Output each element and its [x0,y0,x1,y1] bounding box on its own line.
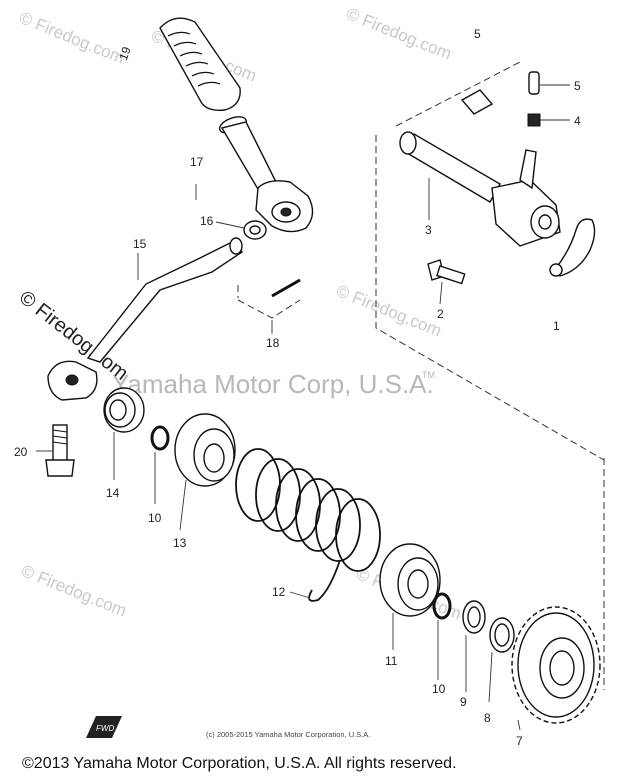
ratchet-guide [460,89,494,115]
lever-bolt [45,424,75,477]
watermark-firedog: © Firedog.com [19,561,130,620]
callout-12: 12 [272,585,286,599]
main-copyright: ©2013 Yamaha Motor Corporation, U.S.A. A… [22,755,457,772]
callout-18: 18 [266,336,280,350]
circlip-lower [432,592,452,620]
circlip-upper [150,425,170,451]
kick-spring [235,448,381,602]
callout-9: 9 [460,695,467,709]
arm-washer [243,220,267,240]
ratchet-wheel [379,543,441,617]
callout-17: 17 [190,155,204,169]
callout-15: 15 [133,237,147,251]
callout-2: 2 [437,307,444,321]
callout-11: 11 [385,654,398,668]
callout-5-top: 5 [474,27,481,41]
washer-8 [489,617,515,653]
callout-19: 19 [116,45,134,63]
assembly-outline [237,61,605,690]
stopper-plate [549,218,596,277]
watermark-tm: TM [422,370,435,380]
callout-1: 1 [553,319,560,333]
watermark-firedog: © Firedog.com [344,4,455,63]
small-copyright: (c) 2005-2015 Yamaha Motor Corporation, … [206,730,370,739]
oil-seal [103,387,145,433]
plate-bolt [427,259,466,285]
fwd-label: FWD [96,724,114,733]
kick-axle [399,131,561,247]
callout-7: 7 [516,734,523,748]
callout-5-right: 5 [574,79,581,93]
watermark-yamaha: Yamaha Motor Corp, U.S.A. [112,369,434,399]
guide-spring [527,113,541,127]
kick-grip [159,17,241,111]
kick-arm [218,116,314,233]
callout-4: 4 [574,114,581,128]
guide-pin [528,71,540,95]
callout-8: 8 [484,711,491,725]
callout-16: 16 [200,214,214,228]
callout-10-lower: 10 [432,682,446,696]
callout-14: 14 [106,486,120,500]
callouts: 19 17 16 15 18 20 14 10 13 12 11 10 9 8 … [14,27,581,748]
callout-13: 13 [173,536,187,550]
washer-9 [462,600,486,634]
fwd-marker: FWD [86,716,122,738]
spring-guide [174,413,236,487]
callout-3: 3 [425,223,432,237]
leader-lines [36,84,570,731]
pin [271,278,301,298]
watermark-firedog: © Firedog.com [17,8,128,67]
kick-lever [47,237,243,401]
callout-10-upper: 10 [148,511,162,525]
kick-gear [511,606,601,724]
callout-20: 20 [14,445,28,459]
watermark-firedog: © Firedog.com [334,281,445,340]
